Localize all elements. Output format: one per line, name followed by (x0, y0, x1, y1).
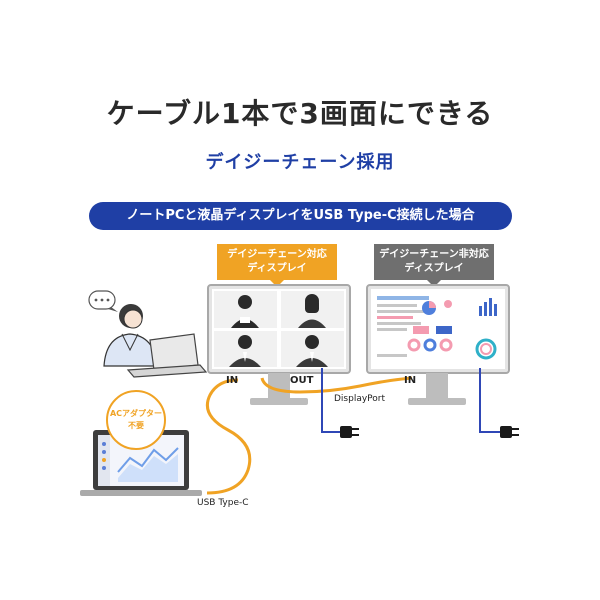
page-subtitle: デイジーチェーン採用 (205, 152, 395, 173)
ac-adapter-badge: ACアダプター 不要 (106, 390, 166, 450)
monitor-icon (366, 284, 510, 405)
daisy-chain-tag-line-2: ディスプレイ (247, 263, 307, 274)
person-icon (296, 335, 328, 367)
power-plug-icon (340, 426, 359, 438)
monitor-icon (207, 284, 351, 405)
person-icon (231, 295, 259, 328)
usb-type-c-cable (205, 378, 252, 495)
daisy-chain-tag-line-1: デイジーチェーン対応 (227, 249, 327, 260)
non-daisy-chain-tag-pointer (427, 280, 441, 287)
person-icon (103, 304, 159, 367)
ac-adapter-badge-line-1: ACアダプター (109, 409, 163, 418)
port-label-out: OUT (290, 375, 314, 386)
daisy-chain-tag: デイジーチェーン対応 ディスプレイ (217, 244, 337, 280)
port-label-in-2: IN (404, 375, 417, 386)
non-daisy-chain-tag-line-2: ディスプレイ (404, 263, 464, 274)
displayport-cable (260, 376, 413, 394)
scenario-banner: ノートPCと液晶ディスプレイをUSB Type-C接続した場合 (89, 202, 512, 230)
person-icon (229, 335, 261, 367)
power-cable-right (479, 368, 500, 433)
page-title: ケーブル1本で3画面にできる (106, 97, 494, 130)
laptop-icon (126, 333, 208, 378)
port-label-in-1: IN (226, 375, 239, 386)
non-daisy-chain-tag: デイジーチェーン非対応 ディスプレイ (374, 244, 494, 280)
power-plug-icon (500, 426, 519, 438)
cable-label-usb-type-c: USB Type-C (197, 498, 249, 508)
speech-bubble-icon (88, 290, 118, 312)
laptop-icon (80, 430, 202, 496)
power-cable-left (321, 368, 340, 433)
daisy-chain-tag-pointer (270, 280, 284, 287)
non-daisy-chain-tag-line-1: デイジーチェーン非対応 (379, 249, 489, 260)
person-icon (298, 294, 326, 328)
ac-adapter-badge-line-2: 不要 (128, 421, 144, 430)
cable-label-displayport: DisplayPort (334, 394, 386, 404)
